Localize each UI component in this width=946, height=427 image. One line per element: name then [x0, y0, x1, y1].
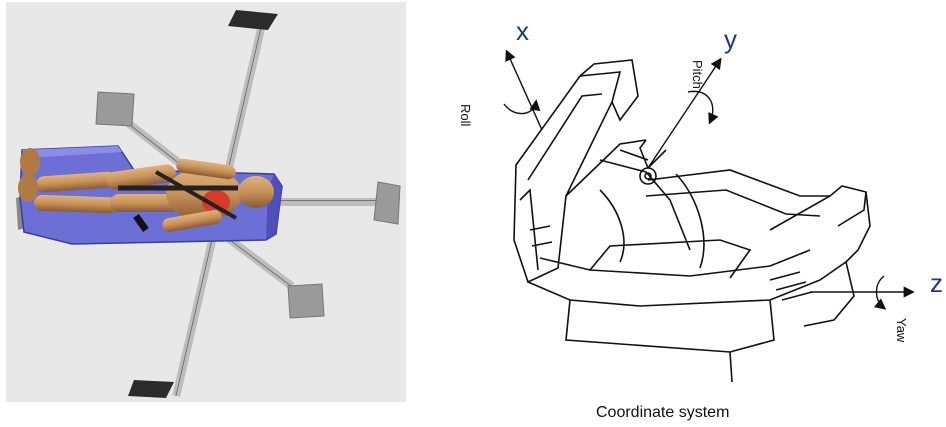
x-axis-arrow [505, 49, 543, 131]
crash-test-dummy [18, 148, 274, 233]
pitch-rotation-arrow [687, 90, 719, 125]
yaw-rotation-arrow [873, 275, 887, 310]
roll-label: Roll [458, 104, 473, 127]
pitch-label: Pitch [690, 60, 705, 89]
y-axis-arrow [647, 57, 722, 169]
y-axis-label: y [724, 24, 737, 54]
coordinate-axes [503, 49, 915, 310]
z-axis-label: z [930, 268, 943, 298]
anchor-plates [16, 10, 401, 398]
roll-rotation-arrow [503, 99, 541, 115]
dummy-sled-panel [6, 2, 406, 402]
figure-caption: Coordinate system [596, 404, 730, 421]
x-axis-label: x [516, 16, 529, 46]
seat-coordinate-panel: x y z Roll Pitch Yaw [458, 0, 946, 427]
yaw-label: Yaw [894, 318, 909, 343]
seat-frame-diagram [503, 49, 915, 383]
seat-frame [513, 59, 871, 383]
dummy-sled-illustration [16, 10, 401, 398]
